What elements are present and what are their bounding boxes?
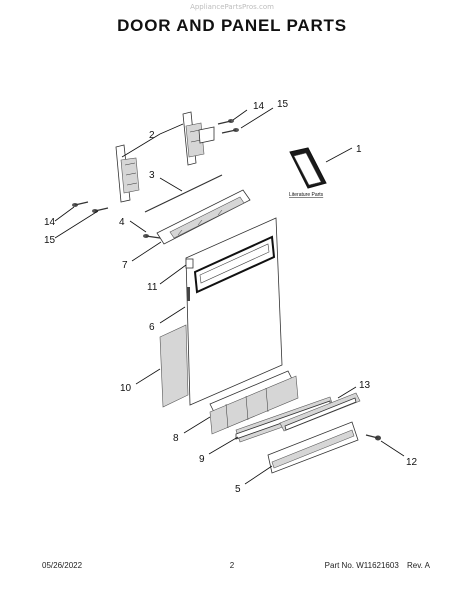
literature-parts-label: Literature Parts: [289, 192, 324, 198]
screw-15-left[interactable]: [92, 207, 109, 213]
door-rail[interactable]: [279, 392, 361, 432]
callout-5: 5: [235, 484, 241, 495]
callout-11: 11: [147, 282, 158, 293]
page-title: DOOR AND PANEL PARTS: [117, 16, 347, 35]
footer-date: 05/26/2022: [42, 561, 83, 570]
callout-2: 2: [149, 130, 155, 141]
callout-12: 12: [406, 457, 418, 468]
literature-packet[interactable]: [289, 147, 327, 189]
callout-3: 3: [149, 170, 155, 181]
footer-page-number: 2: [229, 561, 235, 570]
outer-door-panel[interactable]: [159, 324, 189, 408]
callout-14-left: 14: [44, 217, 56, 228]
inner-door-panel[interactable]: [185, 217, 283, 406]
watermark: AppliancePartsPros.com: [190, 3, 274, 11]
callout-15-left: 15: [44, 235, 56, 246]
screw-14-right[interactable]: [217, 119, 234, 125]
callout-9: 9: [199, 454, 205, 465]
lower-vent[interactable]: [209, 370, 299, 435]
footer-part-number-text: Part No. W11621603: [324, 561, 399, 570]
footer-revision: Rev. A: [407, 561, 430, 570]
callout-8: 8: [173, 433, 179, 444]
vent-pin[interactable]: [143, 234, 161, 239]
hinge-left[interactable]: [115, 144, 140, 203]
footer-part-number: Part No. W11621603 Rev. A: [325, 561, 430, 570]
callout-1: 1: [356, 144, 362, 155]
callout-15-right: 15: [277, 99, 289, 110]
screw-14-left[interactable]: [72, 201, 89, 207]
kick-plate-screw[interactable]: [365, 434, 381, 441]
callout-6: 6: [149, 322, 155, 333]
callout-14-right: 14: [253, 101, 265, 112]
leader-lines: [54, 107, 405, 485]
screw-15-right[interactable]: [221, 128, 239, 134]
callout-13: 13: [359, 380, 371, 391]
callout-4: 4: [119, 217, 125, 228]
door-rod[interactable]: [144, 174, 223, 213]
callout-7: 7: [122, 260, 128, 271]
door-clip[interactable]: [185, 258, 194, 269]
door-vent-assembly[interactable]: [156, 189, 251, 245]
callout-10: 10: [120, 383, 132, 394]
hinge-right[interactable]: [182, 111, 215, 166]
kick-plate[interactable]: [267, 421, 359, 474]
